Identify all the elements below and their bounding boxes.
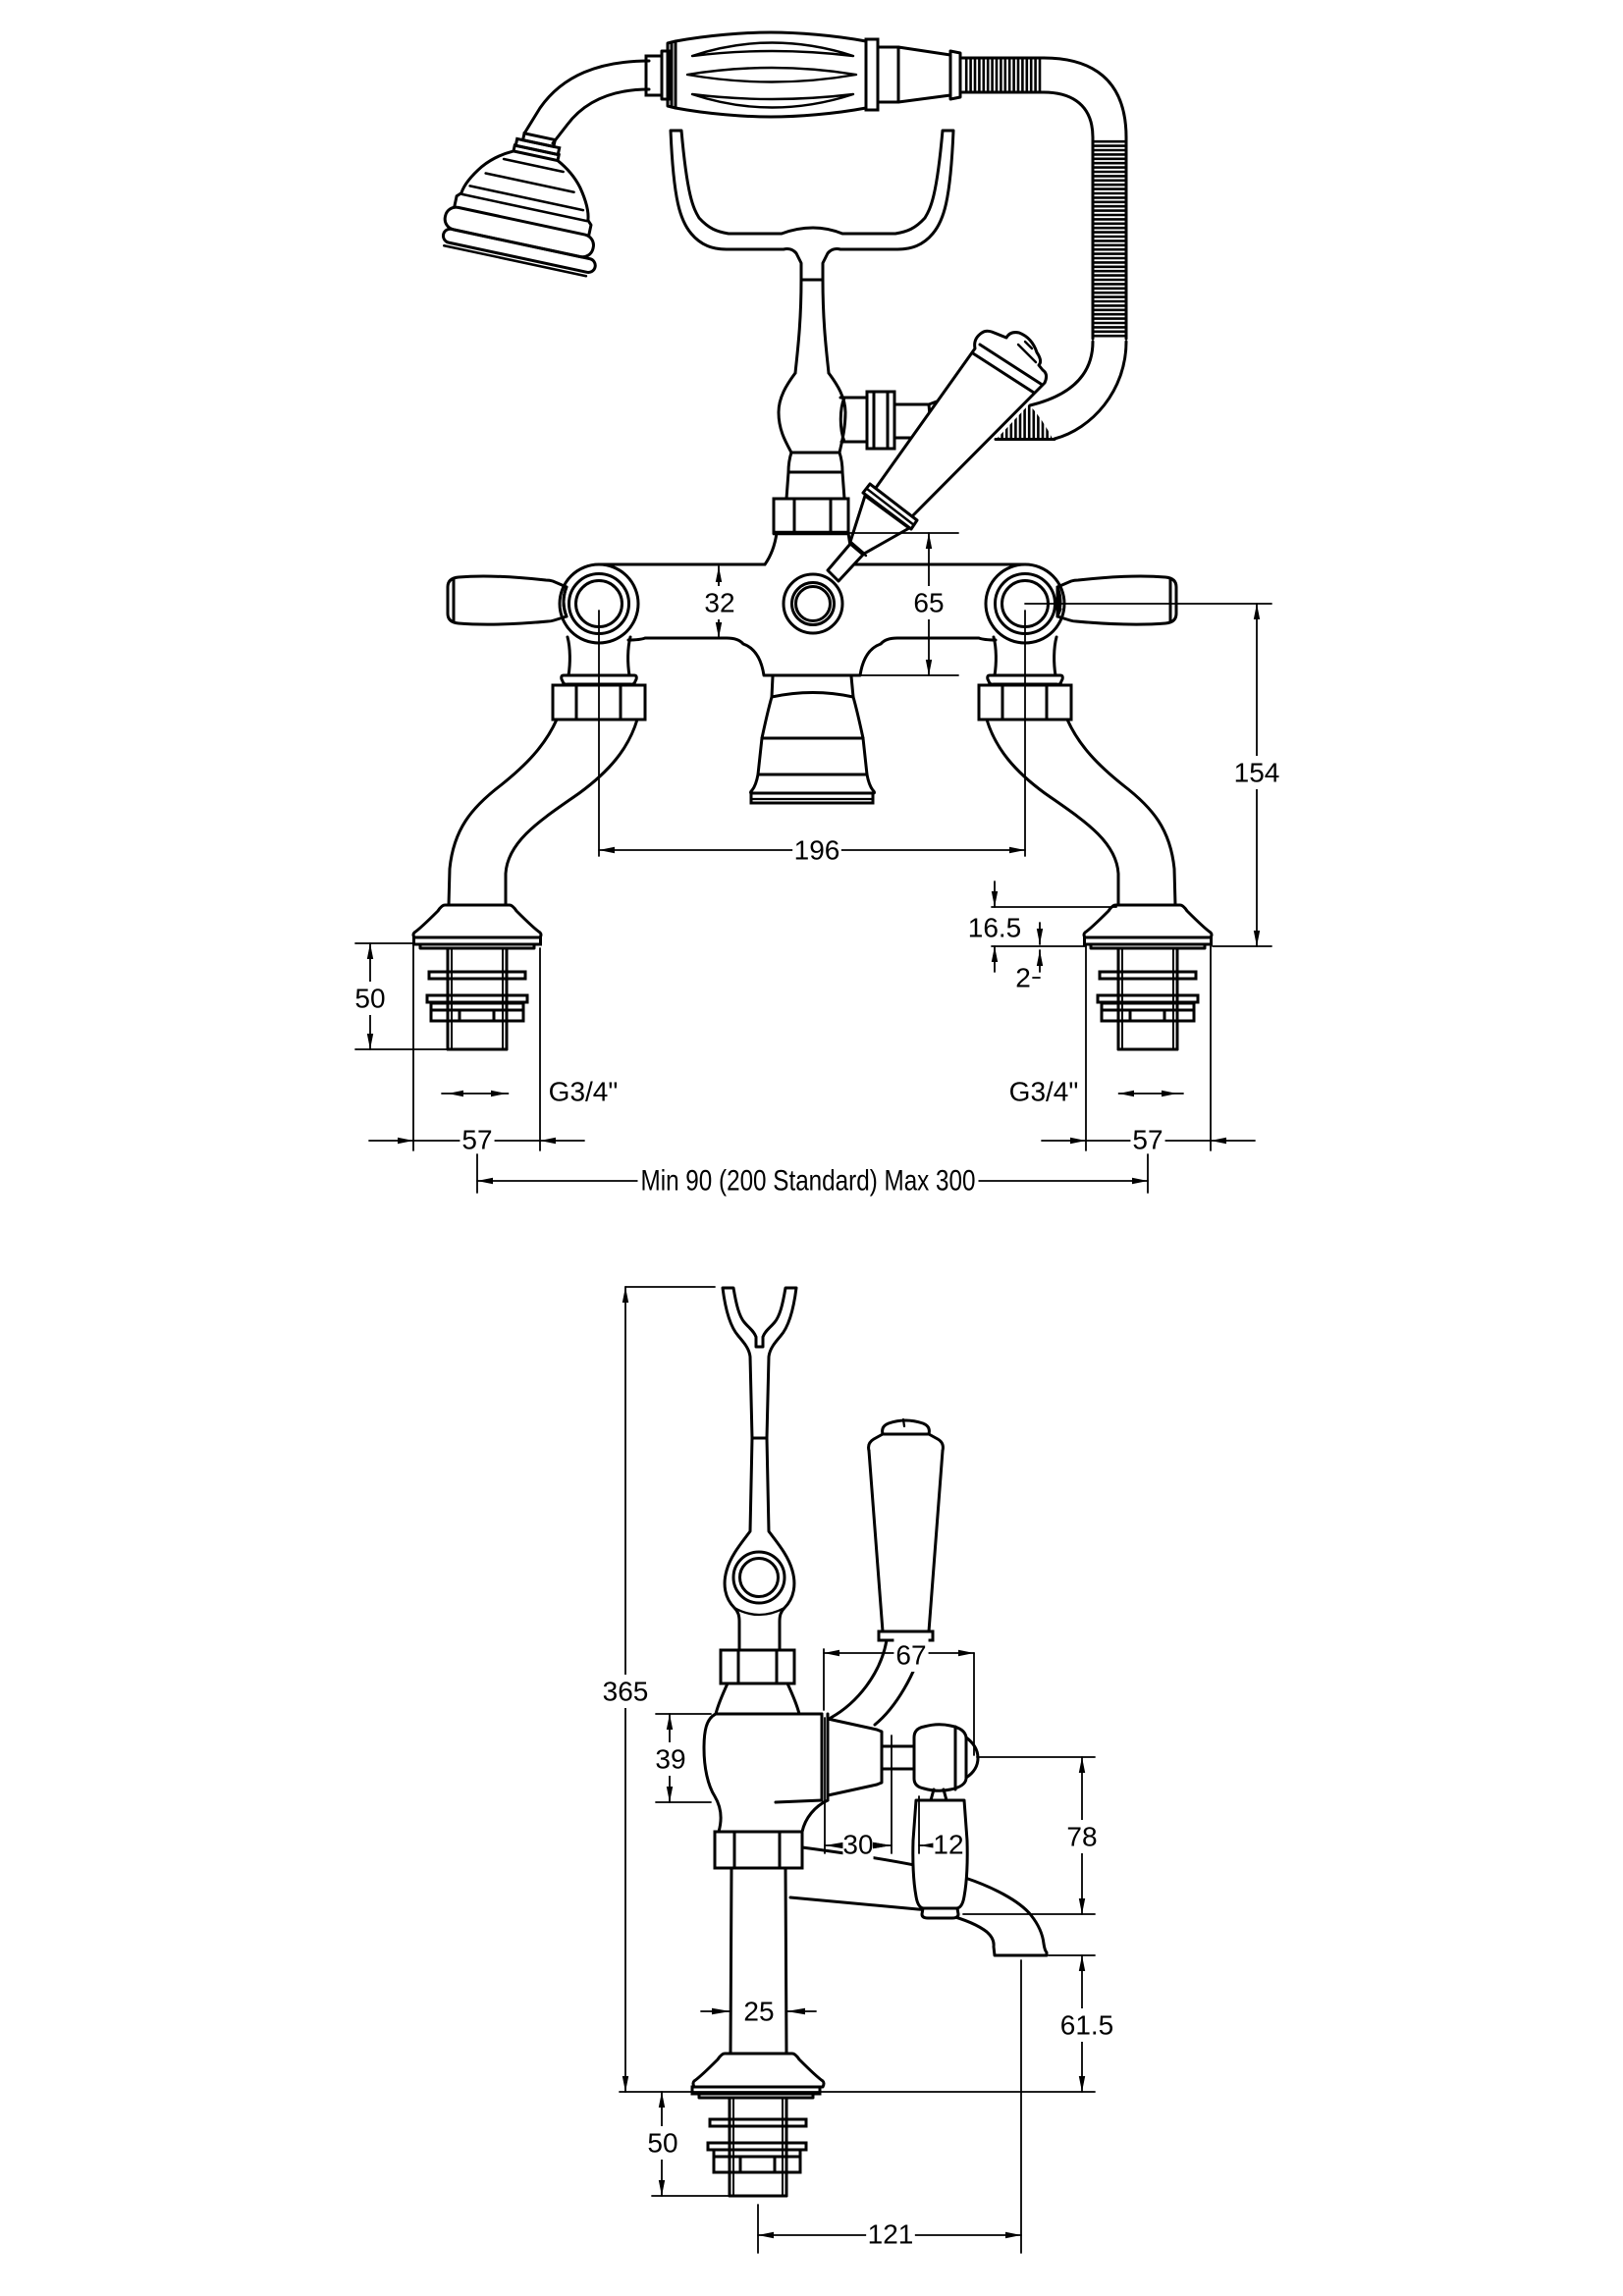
svg-text:12: 12 [933,1830,963,1860]
svg-text:Min 90 (200 Standard) Max 300: Min 90 (200 Standard) Max 300 [641,1165,976,1198]
svg-text:30: 30 [842,1830,873,1860]
svg-text:50: 50 [647,2128,677,2159]
svg-text:50: 50 [354,984,385,1014]
svg-text:61.5: 61.5 [1060,2010,1114,2041]
svg-text:39: 39 [655,1744,685,1775]
svg-text:2: 2 [1015,963,1031,993]
svg-text:57: 57 [1132,1125,1163,1155]
svg-text:78: 78 [1066,1822,1097,1852]
svg-text:121: 121 [868,2219,914,2250]
svg-text:67: 67 [895,1640,926,1671]
svg-text:154: 154 [1234,758,1280,788]
svg-text:57: 57 [461,1125,492,1155]
svg-text:32: 32 [704,588,734,618]
svg-text:25: 25 [743,1997,774,2027]
svg-text:16.5: 16.5 [968,913,1022,943]
svg-text:65: 65 [913,588,944,618]
svg-text:G3/4": G3/4" [549,1077,619,1107]
svg-text:G3/4": G3/4" [1009,1077,1079,1107]
svg-text:365: 365 [603,1677,649,1707]
svg-text:196: 196 [794,835,840,866]
